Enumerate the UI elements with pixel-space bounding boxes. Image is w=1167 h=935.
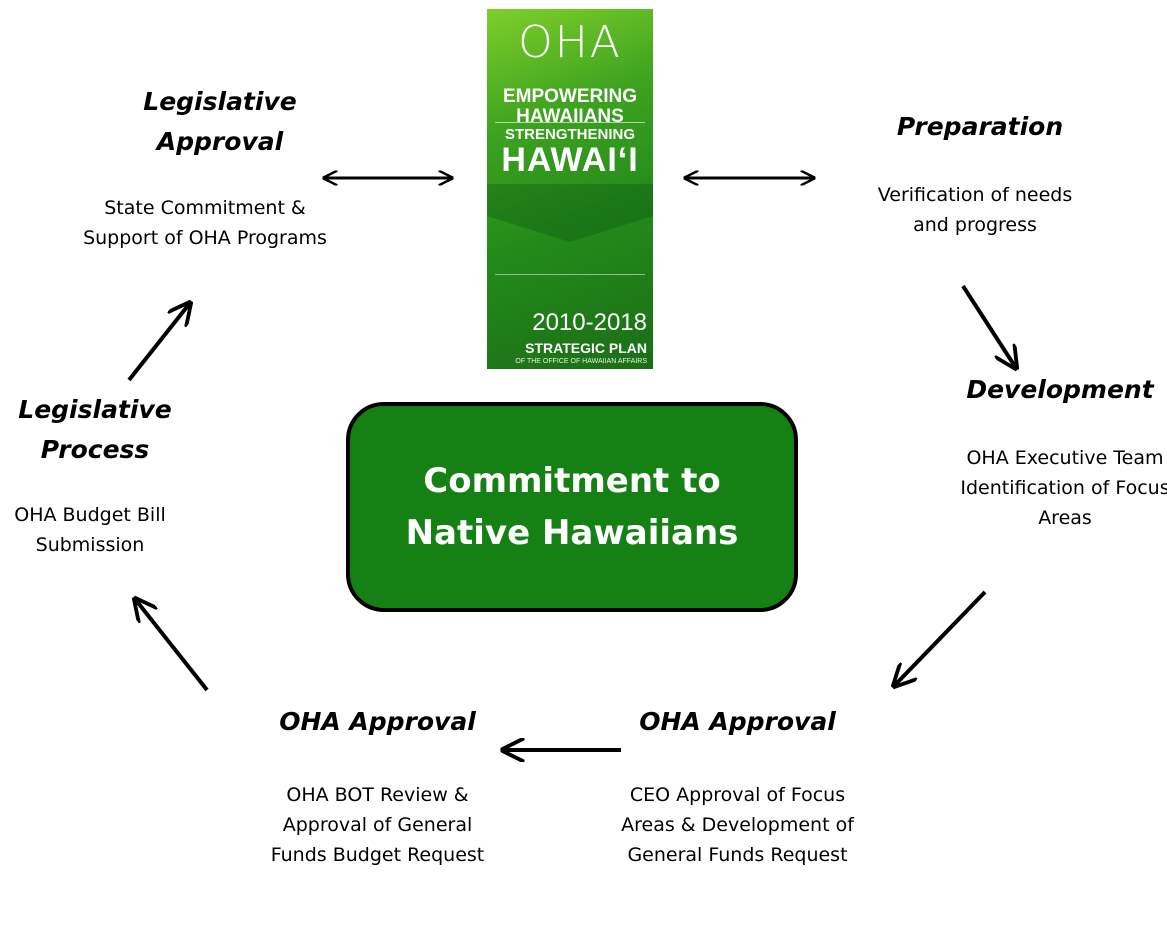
oha-approval-left-title: OHA Approval [279,707,476,736]
preparation-description: Verification of needs and progress [877,184,1073,236]
oha-approval-left-description: OHA BOT Review & Approval of General Fun… [270,784,485,866]
oha-approval-right-title: OHA Approval [639,707,836,736]
arrow-development-oha-approval [894,590,987,686]
legislative-approval-title: Legislative Approval [143,87,297,156]
development-description: OHA Executive Team Identification of Foc… [960,447,1167,529]
cover-line-hawaii: HAWAI‘I [501,141,639,179]
oha-logo: OHA [518,17,622,68]
legislative-process-title: Legislative Process [18,395,172,464]
cover-divider-bottom [495,274,645,275]
oha-approval-right-description: CEO Approval of Focus Areas & Developmen… [621,784,854,866]
legislative-process-description: OHA Budget Bill Submission [14,504,166,556]
arrow-oha-approval-legislative-process [135,599,209,692]
preparation-title: Preparation [896,112,1064,141]
center-commitment-box: Commitment to Native Hawaiians [346,402,798,612]
cover-strategic-plan: STRATEGIC PLAN [525,340,647,356]
arrow-legislative-process-approval [127,303,190,382]
cover-chevron-shape [487,184,653,242]
strategic-plan-cover-image: OHA EMPOWERING HAWAIIANS STRENGTHENING H… [487,9,653,369]
development-title: Development [966,375,1154,404]
center-commitment-text: Commitment to Native Hawaiians [405,461,739,553]
cover-line-empowering: EMPOWERING HAWAIIANS [502,86,638,127]
cover-office-name: OF THE OFFICE OF HAWAIIAN AFFAIRS [515,358,647,365]
cover-divider-top [495,122,645,123]
cover-years: 2010-2018 [532,309,647,336]
arrow-preparation-development [961,284,1016,368]
cover-line-strengthening: STRENGTHENING [504,126,635,143]
legislative-approval-description: State Commitment & Support of OHA Progra… [83,197,327,249]
